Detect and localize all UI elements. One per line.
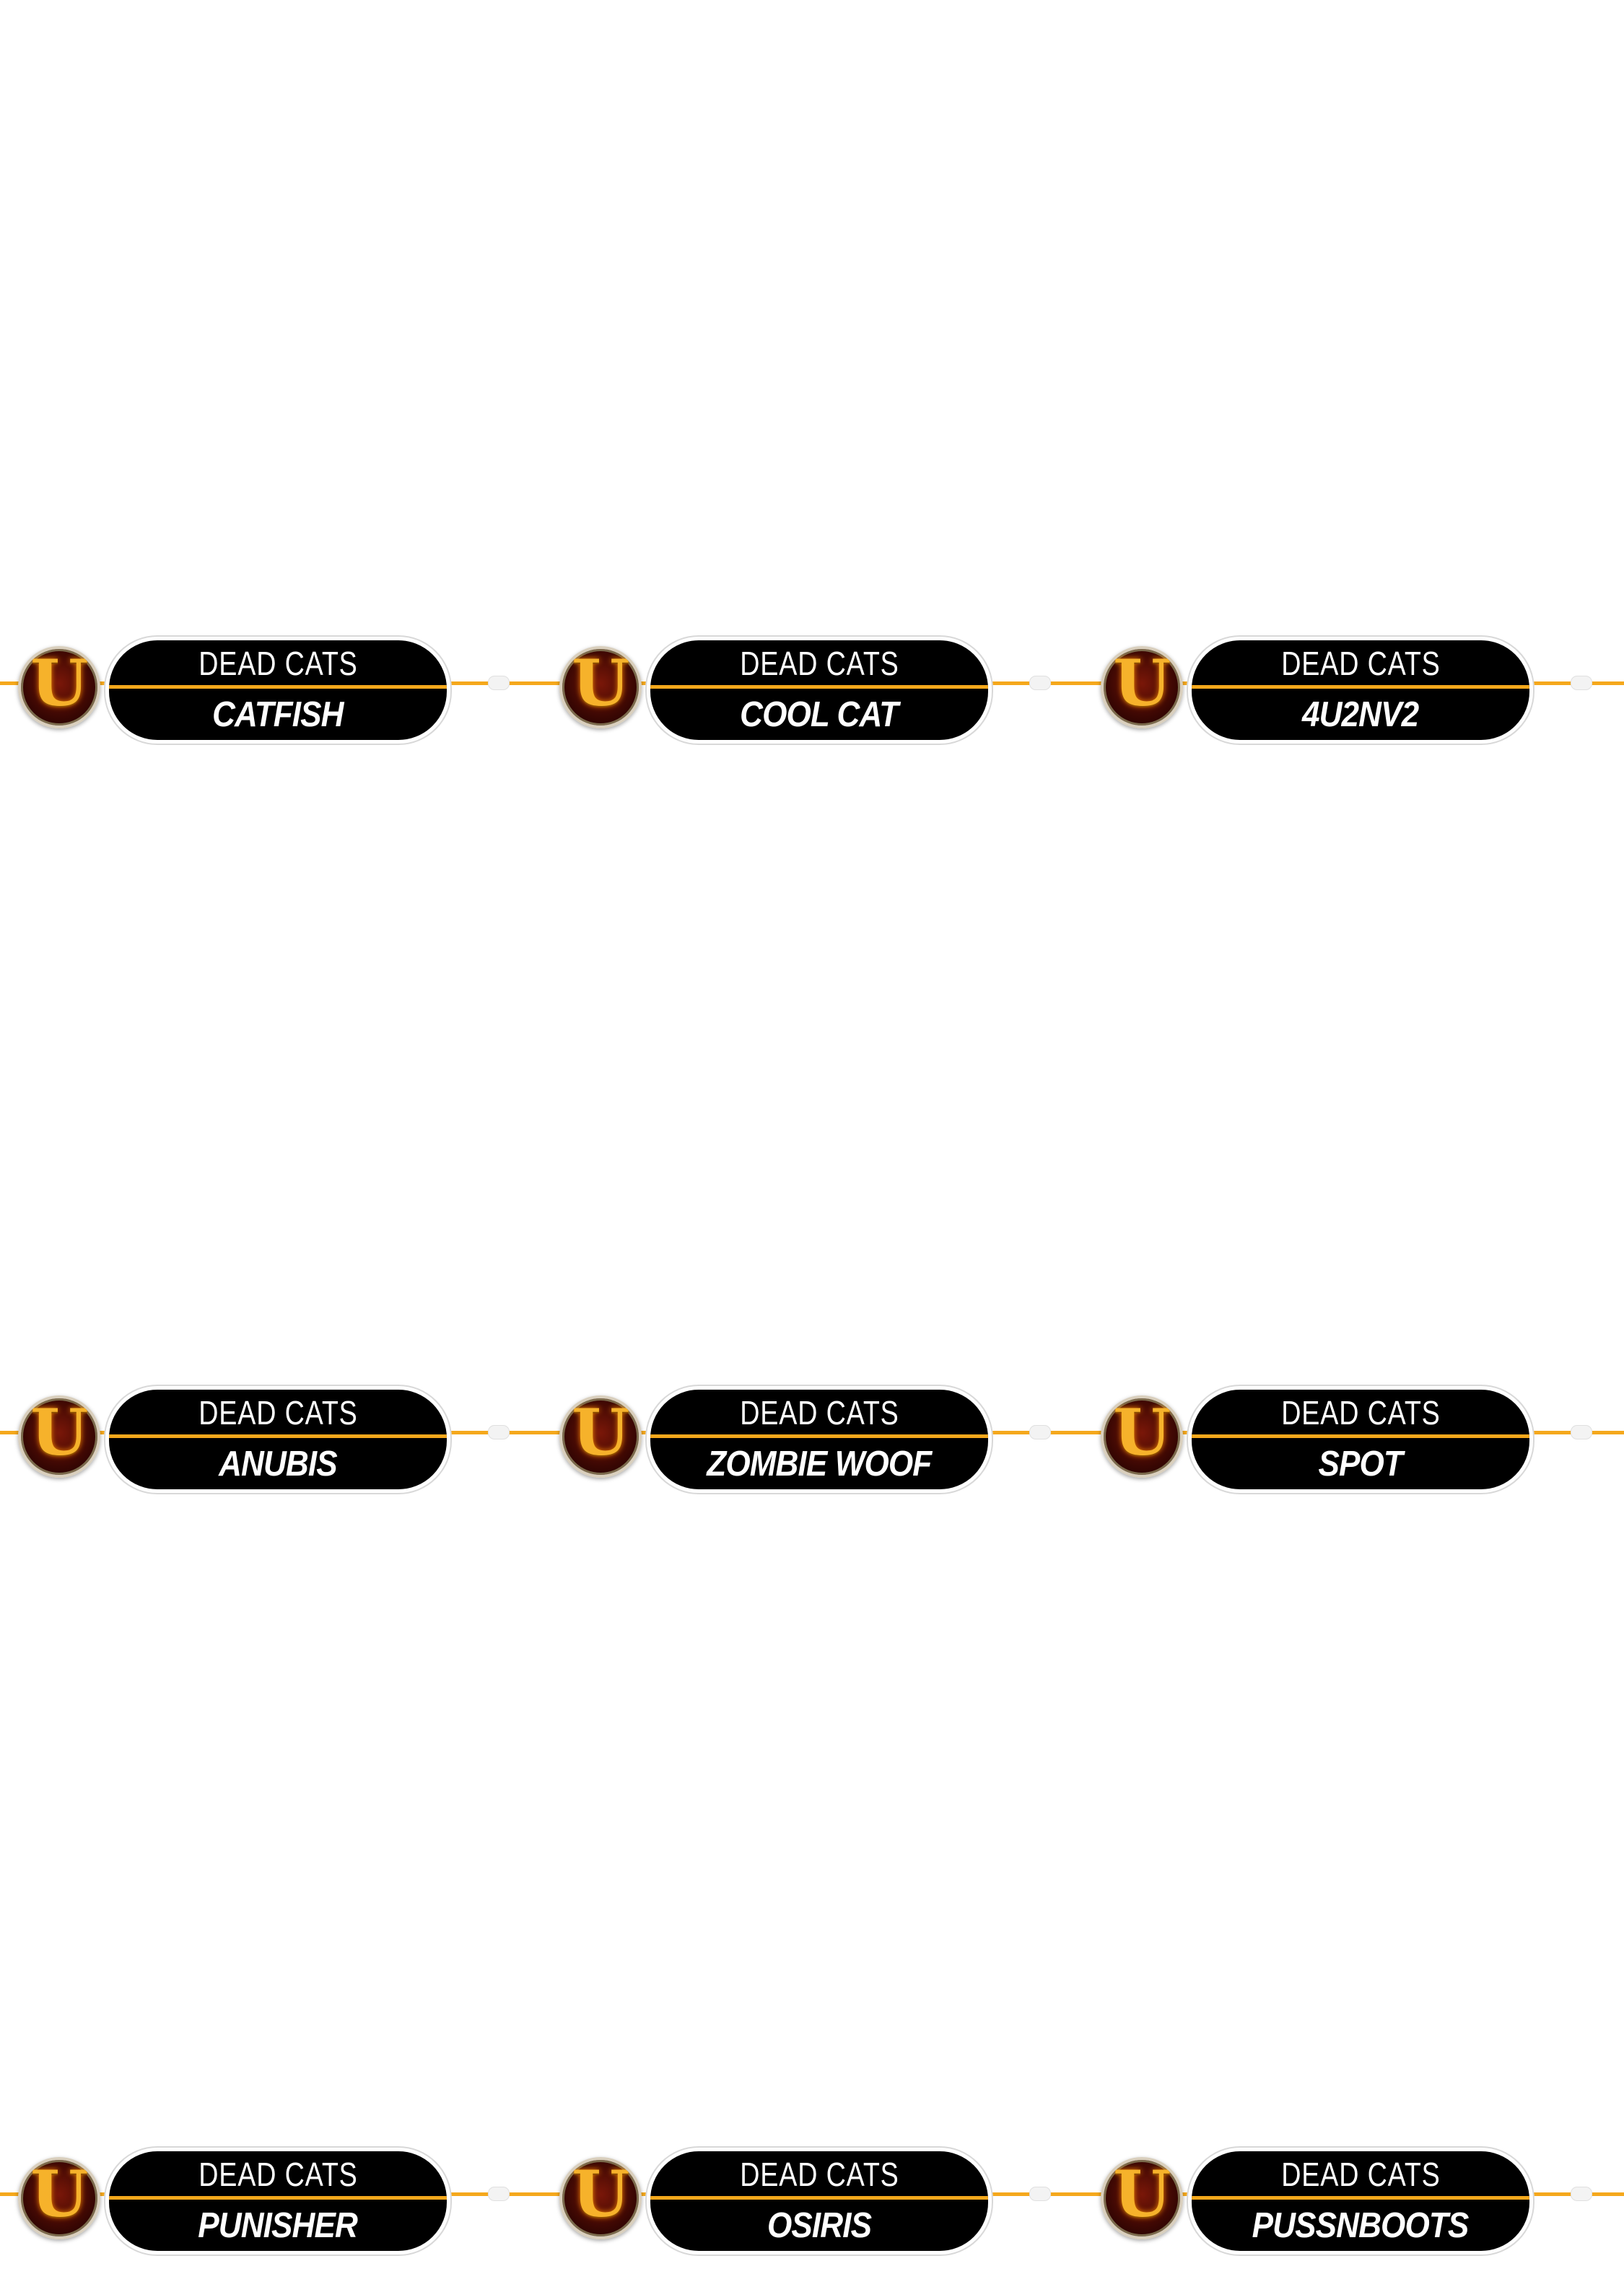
team-label: DEAD CATS xyxy=(739,2155,899,2193)
name-pill: DEAD CATS PUNISHER xyxy=(105,2148,450,2255)
name-tag: U DEAD CATS PUSSNBOOTS xyxy=(1097,2140,1602,2255)
guide-marker xyxy=(1029,2187,1051,2201)
pill-stripe xyxy=(109,2196,447,2200)
name-tag: U DEAD CATS ANUBIS xyxy=(14,1379,520,1493)
team-label: DEAD CATS xyxy=(198,1393,358,1432)
u-emblem-icon: U xyxy=(1101,1395,1183,1478)
team-label: DEAD CATS xyxy=(1280,644,1441,682)
pill-stripe xyxy=(1192,1434,1529,1438)
name-pill: DEAD CATS ZOMBIE WOOF xyxy=(647,1386,992,1493)
player-name: OSIRIS xyxy=(767,2205,872,2245)
name-tag: U DEAD CATS OSIRIS xyxy=(556,2140,1061,2255)
name-pill: DEAD CATS PUSSNBOOTS xyxy=(1188,2148,1533,2255)
name-pill: DEAD CATS SPOT xyxy=(1188,1386,1533,1493)
team-label: DEAD CATS xyxy=(198,2155,358,2193)
name-tag: U DEAD CATS CATFISH xyxy=(14,630,520,744)
player-name: CATFISH xyxy=(212,694,344,734)
player-name: PUSSNBOOTS xyxy=(1252,2205,1470,2245)
name-tag: U DEAD CATS SPOT xyxy=(1097,1379,1602,1493)
u-emblem-icon: U xyxy=(1101,646,1183,728)
guide-marker xyxy=(1571,676,1592,690)
player-name: 4U2NV2 xyxy=(1302,694,1419,734)
pill-stripe xyxy=(109,685,447,689)
name-tag: U DEAD CATS PUNISHER xyxy=(14,2140,520,2255)
team-label: DEAD CATS xyxy=(739,644,899,682)
tag-row-1: U DEAD CATS CATFISH U DEAD CATS COOL CAT… xyxy=(0,630,1624,744)
name-tag: U DEAD CATS ZOMBIE WOOF xyxy=(556,1379,1061,1493)
u-emblem-icon: U xyxy=(559,646,642,728)
guide-marker xyxy=(488,2187,510,2201)
u-emblem-icon: U xyxy=(1101,2157,1183,2239)
pill-stripe xyxy=(109,1434,447,1438)
u-emblem-icon: U xyxy=(559,2157,642,2239)
u-emblem-icon: U xyxy=(18,646,100,728)
guide-marker xyxy=(1571,1425,1592,1439)
name-pill: DEAD CATS ANUBIS xyxy=(105,1386,450,1493)
guide-marker xyxy=(488,676,510,690)
tag-row-2: U DEAD CATS ANUBIS U DEAD CATS ZOMBIE WO… xyxy=(0,1379,1624,1493)
u-emblem-icon: U xyxy=(18,2157,100,2239)
player-name: PUNISHER xyxy=(198,2205,359,2245)
player-name: ANUBIS xyxy=(219,1444,338,1484)
name-tag: U DEAD CATS 4U2NV2 xyxy=(1097,630,1602,744)
u-emblem-icon: U xyxy=(559,1395,642,1478)
name-pill: DEAD CATS OSIRIS xyxy=(647,2148,992,2255)
name-pill: DEAD CATS 4U2NV2 xyxy=(1188,637,1533,744)
pill-stripe xyxy=(1192,2196,1529,2200)
u-emblem-icon: U xyxy=(18,1395,100,1478)
guide-marker xyxy=(488,1425,510,1439)
tag-row-3: U DEAD CATS PUNISHER U DEAD CATS OSIRIS … xyxy=(0,2140,1624,2255)
player-name: SPOT xyxy=(1318,1444,1403,1484)
guide-marker xyxy=(1029,676,1051,690)
name-pill: DEAD CATS CATFISH xyxy=(105,637,450,744)
pill-stripe xyxy=(650,1434,988,1438)
team-label: DEAD CATS xyxy=(739,1393,899,1432)
guide-marker xyxy=(1571,2187,1592,2201)
player-name: COOL CAT xyxy=(740,694,899,734)
pill-stripe xyxy=(1192,685,1529,689)
name-tag: U DEAD CATS COOL CAT xyxy=(556,630,1061,744)
pill-stripe xyxy=(650,685,988,689)
team-label: DEAD CATS xyxy=(1280,2155,1441,2193)
guide-marker xyxy=(1029,1425,1051,1439)
team-label: DEAD CATS xyxy=(198,644,358,682)
pill-stripe xyxy=(650,2196,988,2200)
team-label: DEAD CATS xyxy=(1280,1393,1441,1432)
player-name: ZOMBIE WOOF xyxy=(707,1444,932,1484)
name-pill: DEAD CATS COOL CAT xyxy=(647,637,992,744)
